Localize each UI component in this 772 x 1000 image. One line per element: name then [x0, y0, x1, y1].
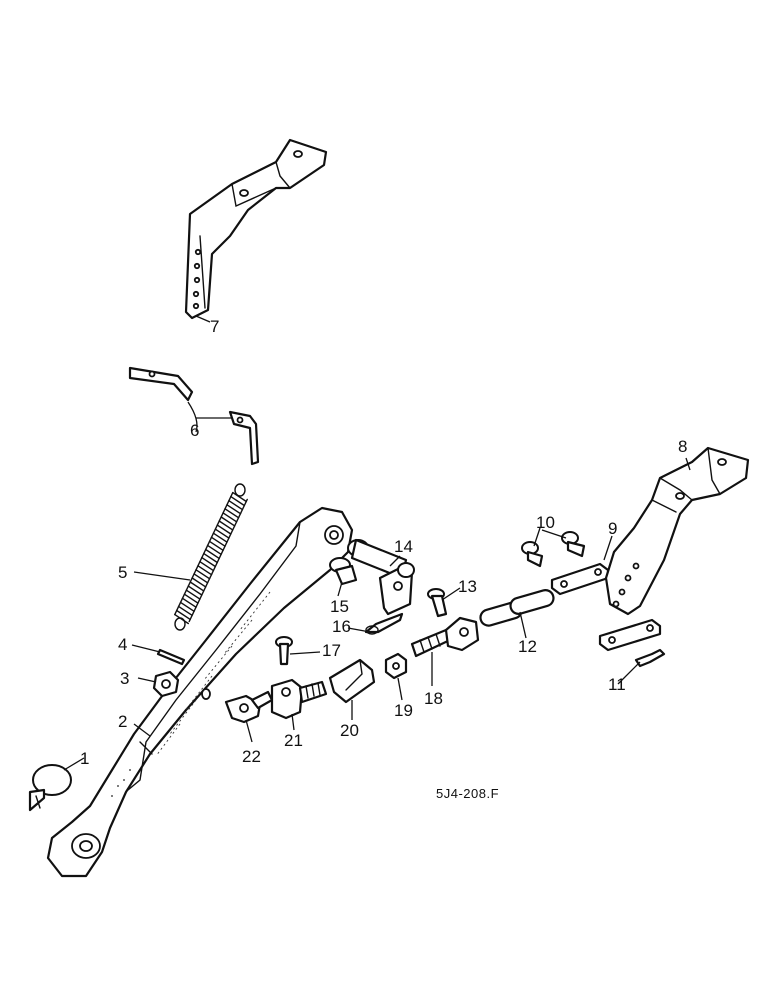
part-12-chain: [479, 589, 555, 627]
leader-lines: [63, 315, 691, 771]
part-11-clip: [634, 648, 666, 668]
callout-4: 4: [118, 635, 127, 654]
callout-21: 21: [284, 731, 303, 750]
part-2-lower-link-arm: [46, 506, 354, 878]
callout-19: 19: [394, 701, 413, 720]
spring-outline-right: [188, 498, 248, 623]
callout-10: 10: [536, 513, 555, 532]
part-6-plates: [128, 366, 260, 466]
part-14-pin-assembly: [347, 538, 415, 616]
callout-13: 13: [458, 577, 477, 596]
part-8-lower-bracket: [604, 446, 750, 616]
part-1-pin: [28, 764, 72, 812]
part-5-spring: [174, 483, 248, 631]
callout-3: 3: [120, 669, 129, 688]
callout-2: 2: [118, 712, 127, 731]
part-4-bolt: [156, 648, 186, 666]
part-3-nut: [152, 670, 180, 698]
spring-outline-left: [174, 491, 234, 616]
part-19-nut: [384, 652, 408, 680]
callout-6: 6: [190, 421, 199, 440]
part-7-upper-bracket: [184, 138, 328, 320]
callout-9: 9: [608, 519, 617, 538]
spring-coil-lines: [174, 491, 247, 625]
reference-code: 5J4-208.F: [436, 786, 499, 801]
callout-labels: 1 2 3 4 5 6 7 8 9 10 11 12 13 14 15 16 1…: [80, 317, 687, 801]
part-17-pin: [275, 636, 293, 666]
callout-22: 22: [242, 747, 261, 766]
callout-16: 16: [332, 617, 351, 636]
callout-5: 5: [118, 563, 127, 582]
callout-14: 14: [394, 537, 413, 556]
callout-7: 7: [210, 317, 219, 336]
part-16-clip: [364, 612, 404, 635]
part-20-sleeve: [328, 658, 376, 704]
part-22-yoke: [224, 690, 274, 724]
part-18-threaded-yoke: [410, 616, 480, 658]
callout-18: 18: [424, 689, 443, 708]
callout-12: 12: [518, 637, 537, 656]
callout-17: 17: [322, 641, 341, 660]
part-13-bolt: [427, 588, 448, 618]
part-15-pin: [329, 557, 358, 586]
callout-1: 1: [80, 749, 89, 768]
callout-8: 8: [678, 437, 687, 456]
callout-20: 20: [340, 721, 359, 740]
callout-15: 15: [330, 597, 349, 616]
part-21-clevis: [270, 678, 328, 720]
part-10-bolts: [521, 531, 586, 568]
callout-11: 11: [608, 675, 626, 694]
